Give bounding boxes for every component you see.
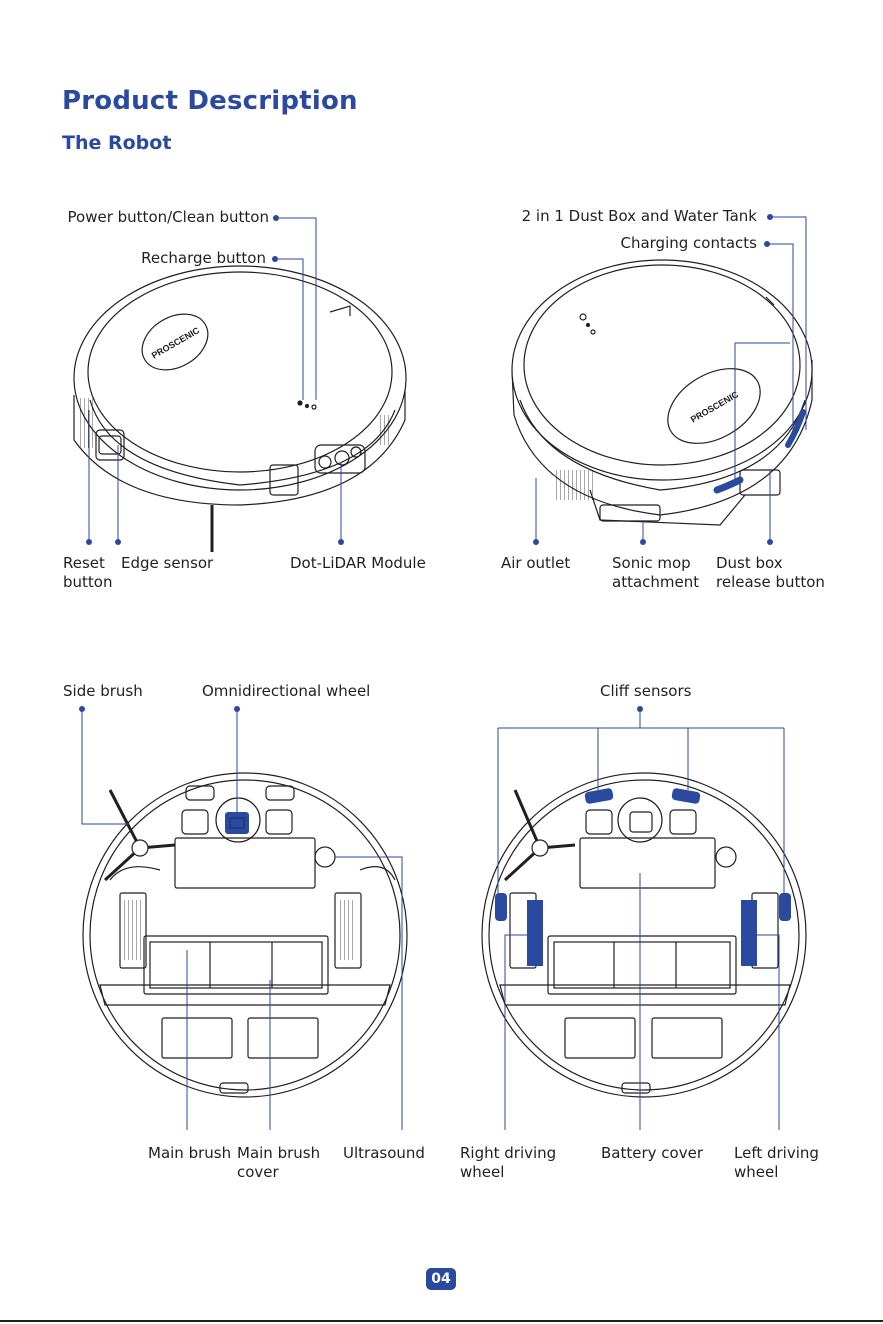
label-main-brush: Main brush [148, 1144, 231, 1163]
label-dust-box-tank: 2 in 1 Dust Box and Water Tank [522, 207, 757, 226]
robot-top-right-illustration [512, 260, 812, 525]
label-reset-button: Reset button [63, 554, 112, 592]
label-side-brush: Side brush [63, 682, 143, 701]
leader-dots-bottom-right [637, 706, 643, 712]
label-omni-wheel: Omnidirectional wheel [202, 682, 370, 701]
leader-dots-bottom-left [79, 706, 240, 712]
label-lidar-module: Dot-LiDAR Module [290, 554, 426, 573]
label-sonic-mop: Sonic mop attachment [612, 554, 699, 592]
label-left-driving-wheel: Left driving wheel [734, 1144, 819, 1182]
label-right-driving-wheel: Right driving wheel [460, 1144, 556, 1182]
label-recharge-button: Recharge button [141, 249, 266, 268]
label-dust-box-release: Dust box release button [716, 554, 825, 592]
label-charging-contacts: Charging contacts [620, 234, 757, 253]
label-battery-cover: Battery cover [601, 1144, 703, 1163]
footer-divider [0, 1320, 883, 1322]
label-power-button: Power button/Clean button [68, 208, 269, 227]
label-ultrasound: Ultrasound [343, 1144, 425, 1163]
label-edge-sensor: Edge sensor [121, 554, 213, 573]
label-air-outlet: Air outlet [501, 554, 570, 573]
robot-top-left-illustration [74, 266, 406, 552]
label-main-brush-cover: Main brush cover [237, 1144, 320, 1182]
label-cliff-sensors: Cliff sensors [600, 682, 691, 701]
page-number: 04 [426, 1268, 456, 1290]
